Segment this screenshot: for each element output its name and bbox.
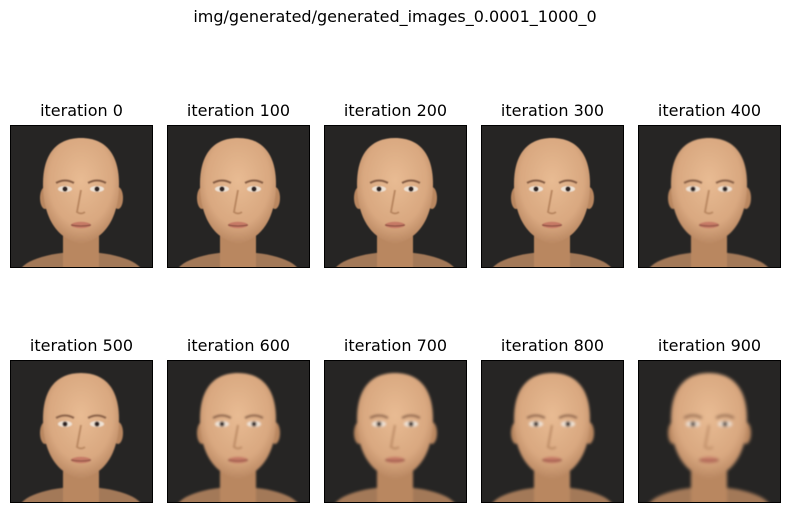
face-illustration	[639, 126, 780, 267]
face-image	[481, 125, 624, 268]
figure-title: img/generated/generated_images_0.0001_10…	[193, 7, 597, 26]
face-illustration	[325, 361, 466, 502]
face-illustration	[482, 361, 623, 502]
face-illustration	[482, 126, 623, 267]
face-illustration	[639, 361, 780, 502]
face-image	[10, 125, 153, 268]
panel-title: iteration 0	[40, 101, 123, 120]
panel-title: iteration 500	[29, 336, 134, 355]
panel-title: iteration 700	[343, 336, 448, 355]
face-image	[638, 360, 781, 503]
panel-title: iteration 900	[657, 336, 762, 355]
face-image	[481, 360, 624, 503]
face-illustration	[168, 361, 309, 502]
panel-title: iteration 800	[500, 336, 605, 355]
face-illustration	[11, 126, 152, 267]
panel-title: iteration 300	[500, 101, 605, 120]
face-image	[638, 125, 781, 268]
panel-title: iteration 400	[657, 101, 762, 120]
face-illustration	[11, 361, 152, 502]
face-illustration	[325, 126, 466, 267]
panel-title: iteration 600	[186, 336, 291, 355]
face-illustration	[168, 126, 309, 267]
panel-title: iteration 200	[343, 101, 448, 120]
face-image	[10, 360, 153, 503]
panel-title: iteration 100	[186, 101, 291, 120]
face-image	[324, 125, 467, 268]
face-image	[324, 360, 467, 503]
face-image	[167, 125, 310, 268]
face-image	[167, 360, 310, 503]
